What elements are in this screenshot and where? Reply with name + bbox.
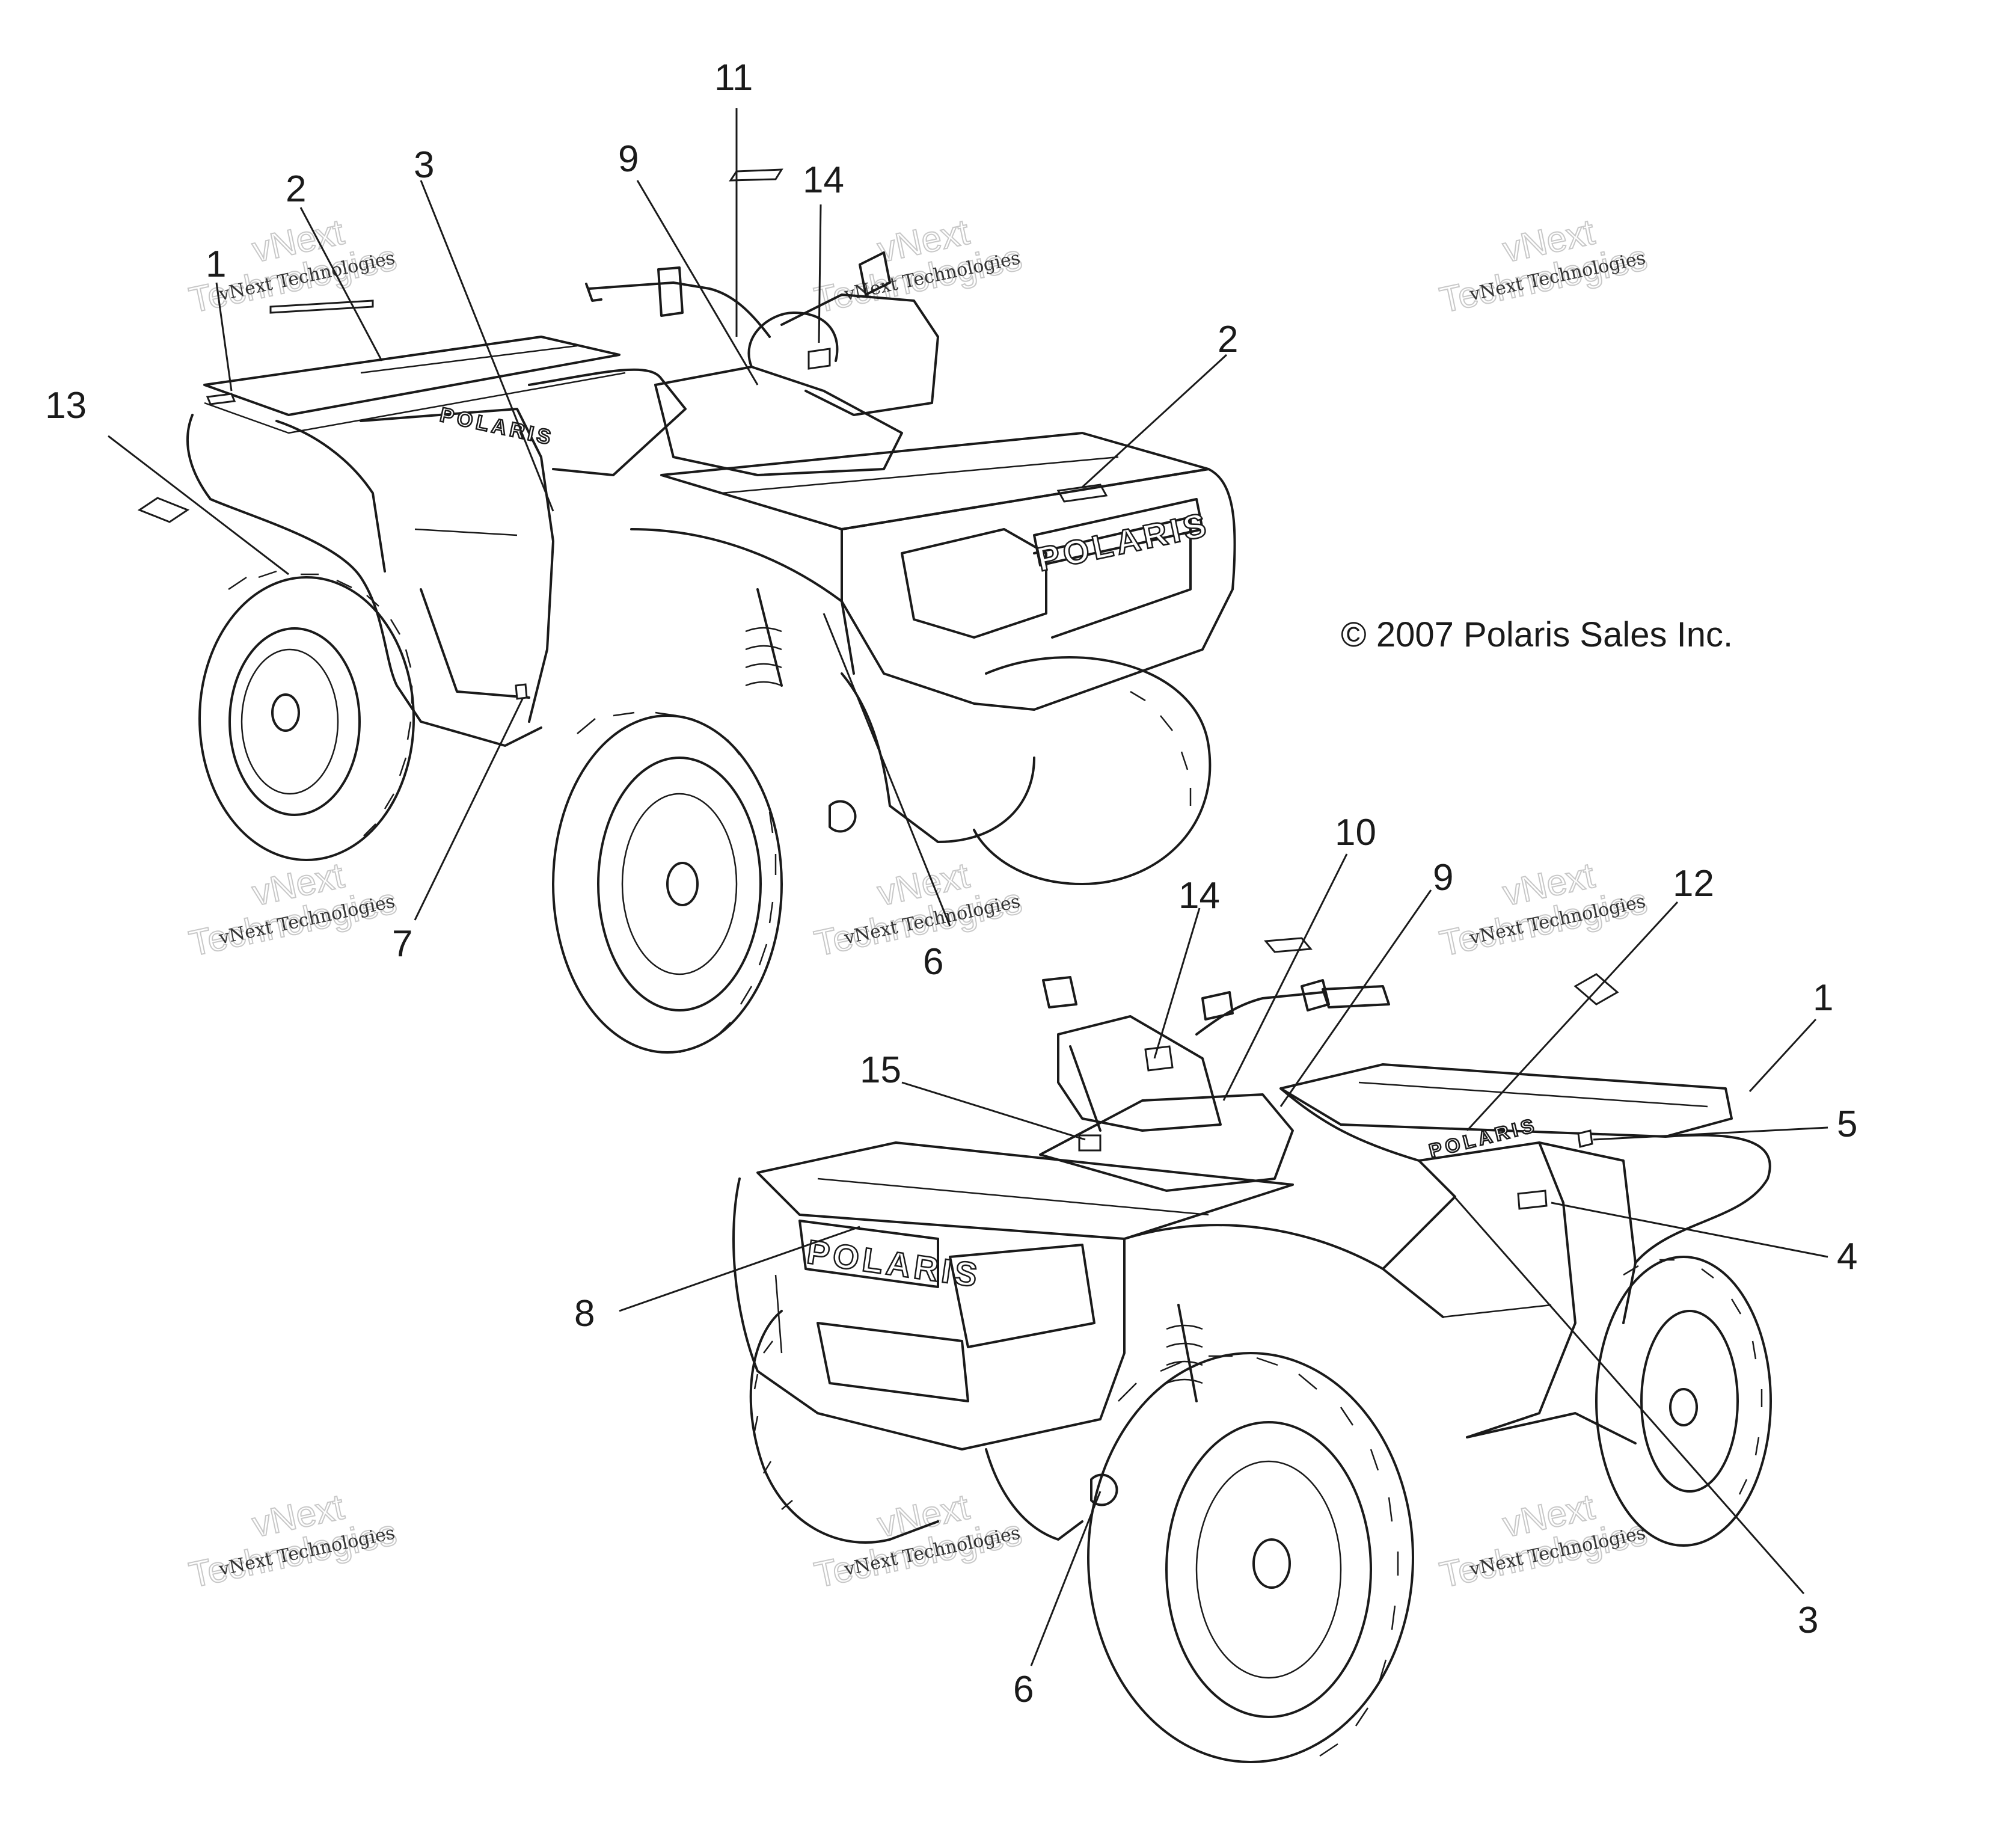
decal-15-lower [1078,1134,1102,1152]
callout-5-lower: 5 [1837,1104,1857,1145]
decal-2-rear-upper [269,299,374,314]
callout-9-lower: 9 [1433,857,1453,898]
front-right-wheel-lower [749,1310,939,1544]
callout-12-lower: 12 [1673,863,1714,904]
callout-6-lower: 6 [1013,1669,1034,1710]
watermark: Technologies vNext vNext Technologies [810,855,1026,965]
watermark-group: Technologies vNext vNext Technologies Te… [185,211,1652,1596]
watermark: Technologies vNext vNext Technologies [810,1486,1026,1596]
atv-upper-illustration: POLARIS POLARIS [45,57,1238,1054]
decal-7-upper [515,683,528,700]
watermark: Technologies vNext vNext Technologies [1436,855,1652,965]
callout-3-lower: 3 [1798,1600,1818,1641]
callout-6-upper: 6 [923,941,943,983]
watermark: Technologies vNext vNext Technologies [810,211,1026,321]
callouts-lower: 10 9 12 14 1 15 5 4 8 3 6 [574,812,1857,1710]
rear-wheel-upper [198,570,415,861]
callout-2-front-upper: 2 [1218,319,1238,360]
callout-15-lower: 15 [860,1049,901,1091]
polaris-logo-side-lower: POLARIS [1427,1114,1539,1162]
callouts-upper: 1 2 3 9 11 14 2 13 7 6 [45,57,1238,983]
front-wheel-lower [1087,1352,1414,1763]
decal-11-exploded [729,168,783,182]
callout-10-lower: 10 [1335,812,1376,853]
copyright-text: © 2007 Polaris Sales Inc. [1341,615,1733,654]
rear-wheel-lower [1595,1256,1772,1547]
atv-body-upper: POLARIS POLARIS [186,251,1236,843]
callout-1-lower: 1 [1813,977,1833,1019]
callout-2-upper: 2 [286,168,306,210]
callout-8-lower: 8 [574,1293,595,1334]
decal-1-upper [206,393,236,405]
callout-14-lower: 14 [1178,875,1220,916]
front-wheel-upper [552,711,783,1054]
callout-11-upper: 11 [714,57,753,99]
decal-14-upper [807,348,831,370]
front-right-wheel-upper [973,656,1212,885]
callout-9-upper: 9 [618,138,639,180]
atv-lower-illustration: POLARIS POLARIS [574,812,1857,1763]
callout-7-upper: 7 [392,923,412,965]
callout-4-lower: 4 [1837,1236,1857,1277]
callout-14-upper: 14 [803,159,844,201]
callout-13-upper: 13 [45,385,87,426]
watermark: Technologies vNext vNext Technologies [185,855,401,965]
callout-1-upper: 1 [206,244,226,285]
leader-lines-lower [619,853,1828,1666]
watermark: Technologies vNext vNext Technologies [1436,211,1652,321]
decal-14-lower [1144,1045,1174,1072]
decal-5-lower [1577,1129,1593,1148]
callout-3-upper: 3 [414,144,434,186]
watermark: Technologies vNext vNext Technologies [185,1486,401,1596]
decal-4-lower [1517,1190,1548,1210]
leader-lines-upper [108,108,1228,927]
decal-13-exploded [137,497,190,523]
